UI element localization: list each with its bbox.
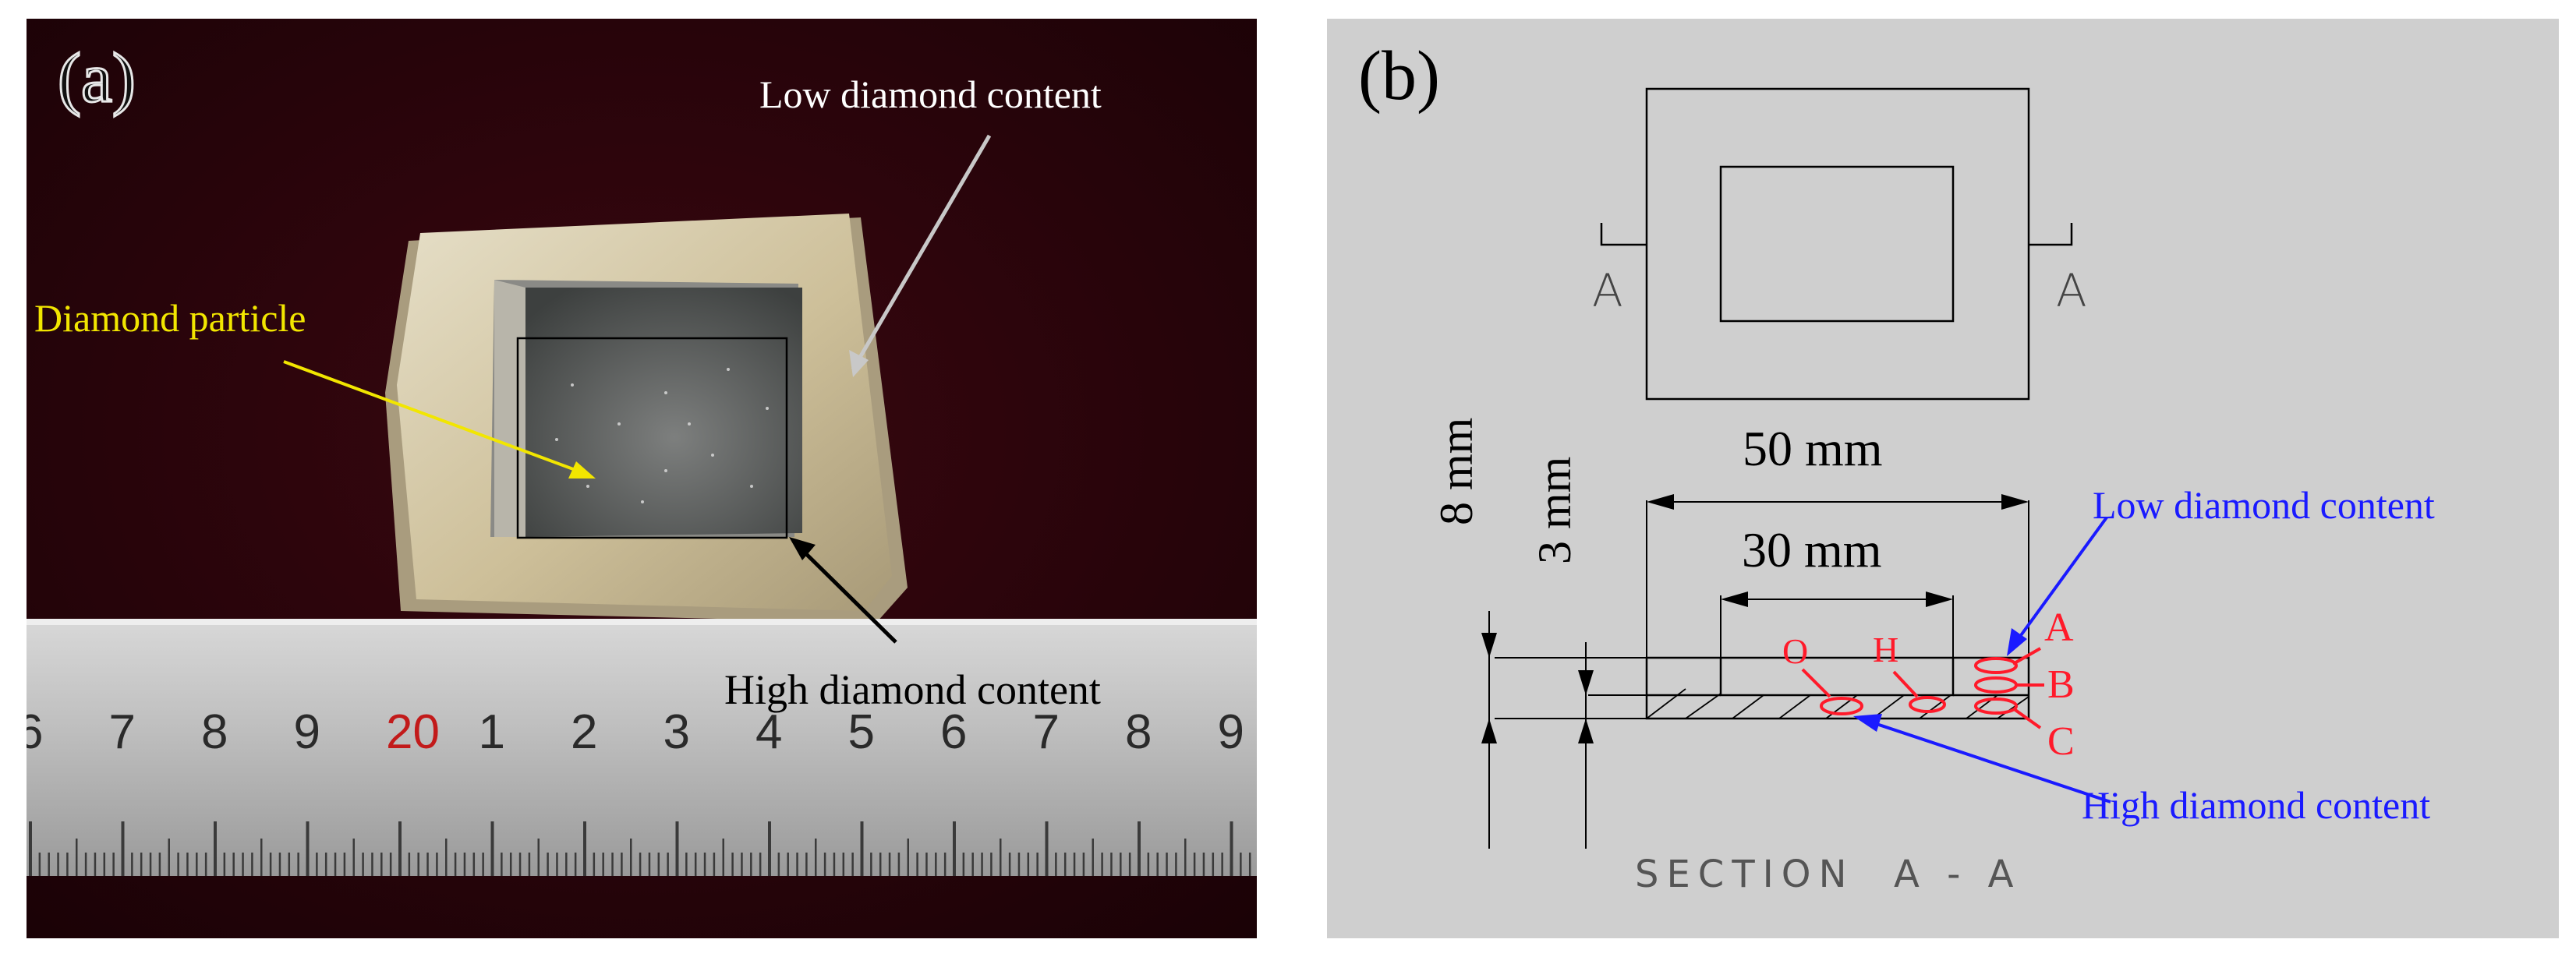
ruler-number: 8 [201, 705, 228, 759]
photo-illustration [27, 19, 1257, 938]
panel-b-label: (b) [1358, 37, 1440, 115]
low-diamond-label-a: Low diamond content [759, 72, 1102, 116]
ruler-numbers: 6 7 8 9 20 1 2 3 4 5 6 7 8 9 [27, 705, 1257, 775]
dim-30-label: 30 mm [1742, 522, 1882, 577]
point-h-label: H [1873, 630, 1899, 669]
low-diamond-arrowhead [849, 350, 869, 377]
high-diamond-label-b: High diamond content [2082, 783, 2431, 827]
point-c-label: C [2047, 719, 2075, 764]
ruler-number: 9 [1217, 705, 1244, 759]
ruler-number: 5 [847, 705, 875, 759]
high-diamond-arrow [793, 541, 897, 644]
section-drawing [1481, 87, 2111, 849]
section-title: SECTION A - A [1635, 853, 2022, 896]
high-diamond-label-a: High diamond content [724, 666, 1101, 713]
ruler-number: 6 [27, 705, 44, 759]
point-o-label: O [1782, 631, 1809, 671]
high-diamond-arrow-b [1864, 719, 2111, 803]
high-diamond-arrowhead-b [1853, 714, 1882, 732]
point-b-label: B [2047, 662, 2075, 707]
dim-50-label: 50 mm [1743, 421, 1883, 476]
ruler-number: 4 [755, 705, 783, 759]
high-diamond-arrowhead [789, 537, 816, 560]
ruler [27, 619, 1257, 876]
section-view [1645, 656, 2030, 720]
low-diamond-arrowhead-b [2007, 628, 2027, 656]
low-diamond-arrow [851, 134, 992, 371]
ruler-number: 6 [940, 705, 968, 759]
panel-a-label: (a) [57, 39, 137, 118]
point-a-label: A [2044, 606, 2074, 650]
diamond-particle-arrow [283, 360, 589, 476]
ruler-number: 7 [1032, 705, 1060, 759]
ruler-number: 2 [571, 705, 598, 759]
drawing-panel-b: (b) A A 50 mm 30 mm 8 mm 3 mm Low diamon… [1327, 19, 2559, 938]
diamond-particle-arrowhead [568, 461, 596, 478]
section-line-left [1600, 223, 1647, 246]
section-line-right [2029, 223, 2073, 246]
section-marker-left: A [1592, 264, 1623, 317]
low-diamond-arrow-b [2012, 516, 2108, 648]
top-view-outer [1645, 87, 2030, 401]
photo-panel-a: (a) Low diamond content Diamond particle… [27, 19, 1257, 938]
sample-block [385, 214, 908, 623]
section-marker-right: A [2056, 264, 2087, 317]
ruler-number: 8 [1125, 705, 1152, 759]
ruler-number: 20 [386, 705, 440, 759]
dim-8-label: 8 mm [1431, 417, 1482, 525]
ruler-number: 9 [293, 705, 320, 759]
measurement-points [1801, 647, 2044, 729]
low-diamond-label-b: Low diamond content [2093, 483, 2435, 527]
dim-3-label: 3 mm [1529, 456, 1580, 564]
top-view-inner [1719, 165, 1955, 323]
diamond-particle-label: Diamond particle [34, 296, 306, 340]
ruler-number: 7 [108, 705, 136, 759]
ruler-number: 3 [663, 705, 690, 759]
ruler-number: 1 [478, 705, 505, 759]
